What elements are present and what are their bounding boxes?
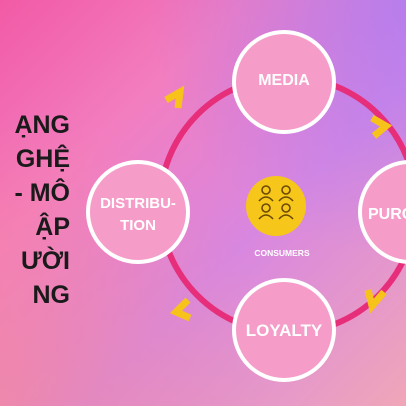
arrow-distribution-to-media [164,85,185,109]
consumers-circle [246,176,306,236]
node-media[interactable]: MEDIA [232,30,336,134]
headline-line: NG [32,281,71,309]
center-consumers: CONSUMERS [246,176,310,258]
arrow-media-to-purchase [370,114,393,139]
arrow-purchase-to-loyalty [364,289,387,314]
node-purchase[interactable]: PURC [358,160,406,264]
headline-line: ƯỜI [20,247,70,275]
node-distribution-label-line2: TION [120,217,156,234]
node-distribution[interactable]: DISTRIBU- TION [86,160,190,264]
headline-line: GHỆ [15,145,70,173]
node-media-label: MEDIA [258,72,310,89]
node-loyalty[interactable]: LOYALTY [232,278,336,382]
consumers-label: CONSUMERS [254,248,310,258]
arrow-loyalty-to-distribution [169,297,192,322]
headline-text: ẠNG GHỆ - MÔ ẬP ƯỜI NG [0,108,70,312]
node-loyalty-label: LOYALTY [246,321,323,340]
people-group-icon [258,185,294,220]
headline-line: ẠNG [14,111,70,139]
headline-line: ẬP [35,213,70,241]
headline-line: - MÔ [14,179,70,207]
node-distribution-label-line1: DISTRIBU- [100,195,176,212]
node-purchase-label: PURC [368,206,406,223]
